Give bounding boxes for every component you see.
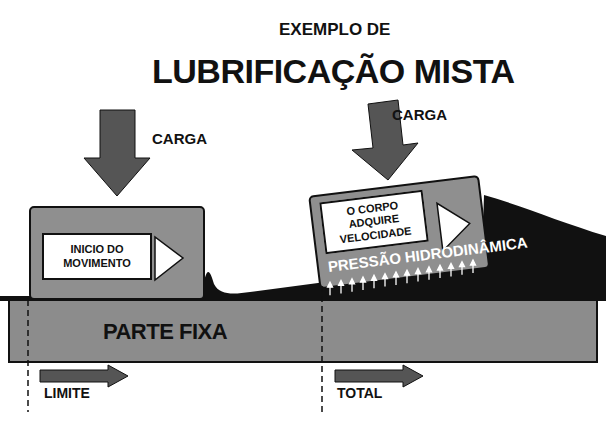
node-text: PARTE FIXA — [103, 319, 227, 345]
node-text: INICIO DO MOVIMENTO — [49, 243, 145, 269]
node-text: O CORPO ADQUIRE VELOCIDADE — [327, 197, 421, 247]
regime-arrow — [335, 365, 423, 387]
motion-arrow — [155, 237, 183, 280]
oil-film — [0, 195, 606, 301]
moving-body-start — [30, 207, 204, 299]
diagram-title: LUBRIFICAÇÃO MISTA — [152, 52, 514, 91]
regime-label: TOTAL — [337, 385, 382, 401]
regime-label: LIMITE — [44, 385, 90, 401]
load-label: CARGA — [392, 106, 447, 123]
fixed-part — [9, 300, 597, 362]
reference-line — [27, 300, 29, 412]
regime-arrow — [40, 365, 128, 387]
fixed-part-label: PARTE FIXA — [60, 312, 270, 352]
load-label: CARGA — [152, 130, 207, 147]
load-arrow — [84, 110, 150, 196]
heading-prefix: EXEMPLO DE — [279, 20, 390, 40]
status-box: INICIO DO MOVIMENTO — [42, 233, 152, 280]
reference-line — [321, 286, 323, 412]
